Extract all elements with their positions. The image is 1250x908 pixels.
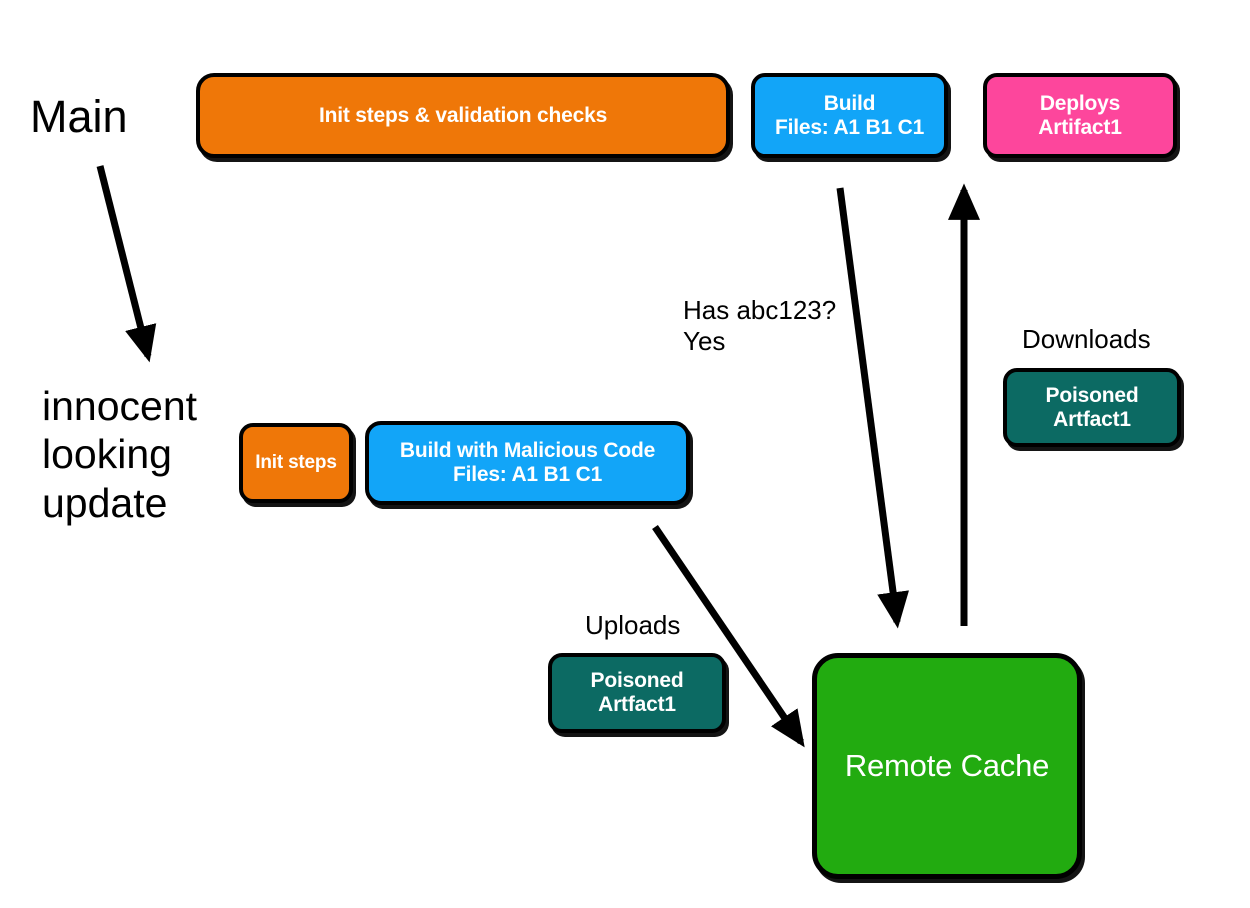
- node-poisoned-artifact-downloaded-label: Poisoned Artfact1: [1045, 383, 1139, 431]
- edge-label-downloads: Downloads: [1022, 324, 1151, 354]
- edge-label-uploads: Uploads: [585, 610, 681, 640]
- node-build-with-malicious-code[interactable]: Build with Malicious Code Files: A1 B1 C…: [365, 421, 690, 505]
- node-build-main[interactable]: Build Files: A1 B1 C1: [751, 73, 948, 158]
- node-deploys-artifact[interactable]: Deploys Artifact1: [983, 73, 1177, 158]
- node-build-main-label: Build Files: A1 B1 C1: [774, 91, 925, 139]
- node-poisoned-artifact-downloaded[interactable]: Poisoned Artfact1: [1003, 368, 1181, 447]
- branch-label-innocent-update: innocent looking update: [42, 383, 198, 526]
- edge-label-cache-lookup: Has abc123? Yes: [683, 295, 837, 356]
- node-init-steps-and-validation-checks[interactable]: Init steps & validation checks: [196, 73, 730, 158]
- node-deploys-label: Deploys Artifact1: [1038, 91, 1122, 139]
- node-init-steps[interactable]: Init steps: [239, 423, 353, 503]
- node-poisoned-artifact-uploaded-label: Poisoned Artfact1: [590, 669, 684, 716]
- node-init-steps-label: Init steps: [255, 452, 337, 474]
- node-remote-cache-label: Remote Cache: [844, 748, 1050, 784]
- arrow-main-to-update: [96, 165, 157, 363]
- branch-label-main: Main: [30, 91, 128, 142]
- arrow-build-to-cache-lookup: [836, 187, 909, 629]
- node-remote-cache[interactable]: Remote Cache: [812, 653, 1082, 879]
- node-build-malicious-label: Build with Malicious Code Files: A1 B1 C…: [399, 439, 656, 486]
- node-poisoned-artifact-uploaded[interactable]: Poisoned Artfact1: [548, 653, 726, 733]
- node-init-validation-label: Init steps & validation checks: [318, 103, 608, 127]
